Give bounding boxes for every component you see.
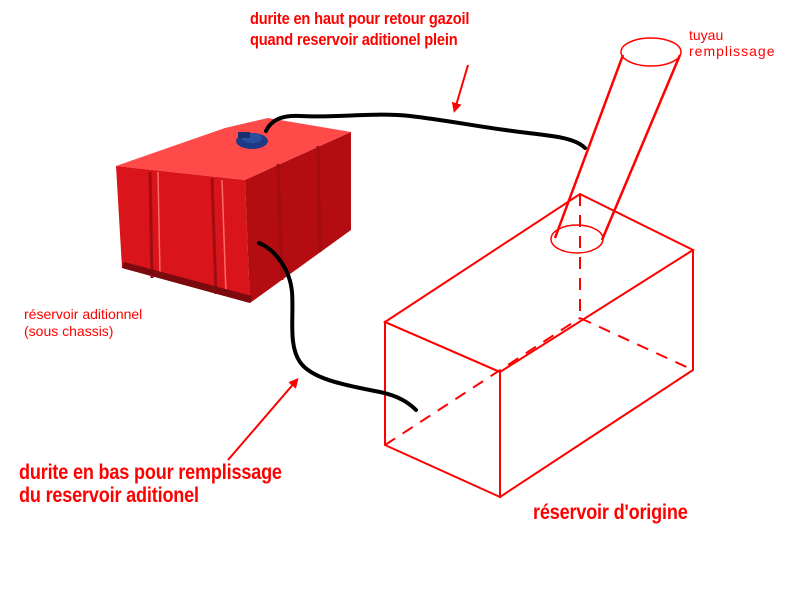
aux-tank-top xyxy=(116,118,351,180)
filler-pipe-bottom-opening xyxy=(550,224,604,254)
filler-pipe-label-line2: remplissage xyxy=(689,43,776,59)
aux-tank-label-line2: (sous chassis) xyxy=(24,323,114,339)
main-tank-wireframe xyxy=(382,192,696,499)
aux-tank-ribs xyxy=(148,145,322,295)
bottom-fill-hose xyxy=(257,241,418,412)
top-hose-label-line1: durite en haut pour retour gazoil xyxy=(250,9,470,28)
filler-pipe xyxy=(550,37,682,254)
aux-tank-icon xyxy=(116,118,351,303)
main-tank-front-face xyxy=(384,320,501,499)
main-tank-hidden-edges xyxy=(384,194,694,446)
main-tank-label: réservoir d'origine xyxy=(533,501,688,524)
bottom-hose-label-line1: durite en bas pour remplissage xyxy=(19,461,282,484)
top-return-hose xyxy=(264,112,587,150)
bottom-hose-label-line2: du reservoir aditionel xyxy=(19,484,199,507)
filler-pipe-top-opening xyxy=(620,37,682,67)
aux-tank-label-line1: réservoir aditionnel xyxy=(24,306,143,322)
top-hose-arrow xyxy=(451,64,469,113)
main-tank-right-face xyxy=(499,250,694,498)
filler-pipe-label-line1: tuyau xyxy=(689,27,724,43)
aux-tank-cap-icon xyxy=(236,132,268,149)
main-tank-top-face xyxy=(382,192,696,374)
top-hose-label-line2: quand reservoir aditionel plein xyxy=(250,30,458,49)
bottom-hose-arrow xyxy=(227,377,299,461)
aux-tank-side xyxy=(245,132,351,303)
